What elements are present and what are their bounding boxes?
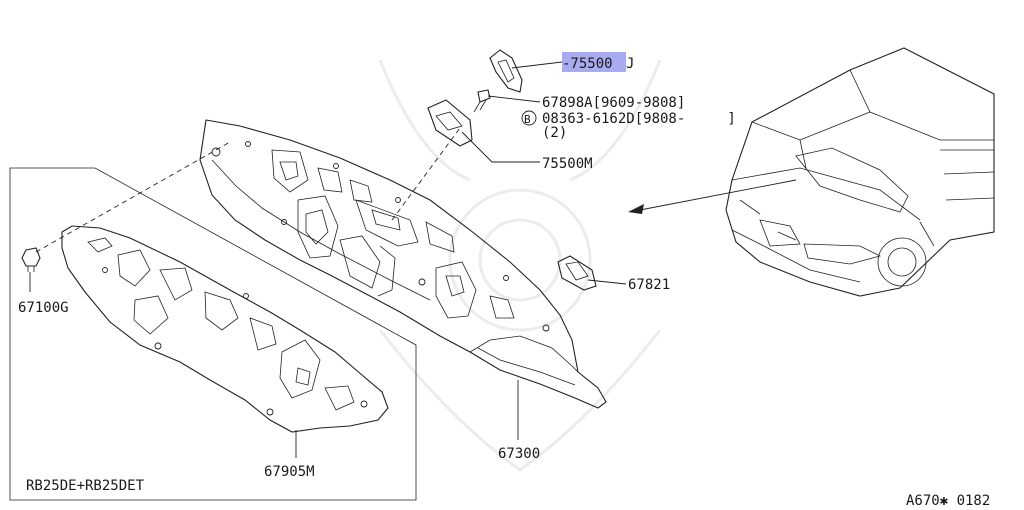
label-67821[interactable]: 67821	[628, 277, 670, 293]
dash-panel-67300	[199, 119, 607, 409]
guide-dashed-top	[391, 127, 461, 221]
bolt-symbol-icon	[521, 110, 537, 126]
variant-note: RB25DE+RB25DET	[26, 478, 145, 494]
highlight-75500j	[562, 52, 626, 72]
label-67905m[interactable]: 67905M	[264, 464, 315, 480]
label-75500m[interactable]: 75500M	[542, 156, 593, 172]
bolt-67898a	[473, 89, 491, 113]
direction-arrow	[628, 179, 797, 214]
figure-code: A670✱ 0182	[906, 493, 990, 509]
variant-detail-frame	[9, 167, 417, 501]
clip-67100g	[21, 247, 41, 272]
dash-insulator-67905m	[61, 225, 389, 433]
label-67100g[interactable]: 67100G	[18, 300, 69, 316]
label-75500j-suffix: J	[626, 56, 634, 72]
bracket-75500m	[427, 99, 473, 147]
leader-lines	[29, 61, 627, 458]
label-67300[interactable]: 67300	[498, 446, 540, 462]
guide-dashed-left	[35, 141, 231, 253]
label-67898a[interactable]: 67898A[9609-9808]	[542, 95, 685, 111]
bolt-symbol-letter: B	[524, 113, 531, 126]
clip-75500j	[489, 49, 523, 93]
label-08363[interactable]: 08363-6162D[9808- ]	[542, 111, 736, 127]
watermark-emblem	[378, 59, 662, 472]
label-08363-qty: (2)	[542, 125, 567, 141]
plate-67821	[557, 255, 597, 291]
vehicle-overview	[725, 47, 995, 297]
label-75500j[interactable]: -75500	[562, 56, 613, 72]
